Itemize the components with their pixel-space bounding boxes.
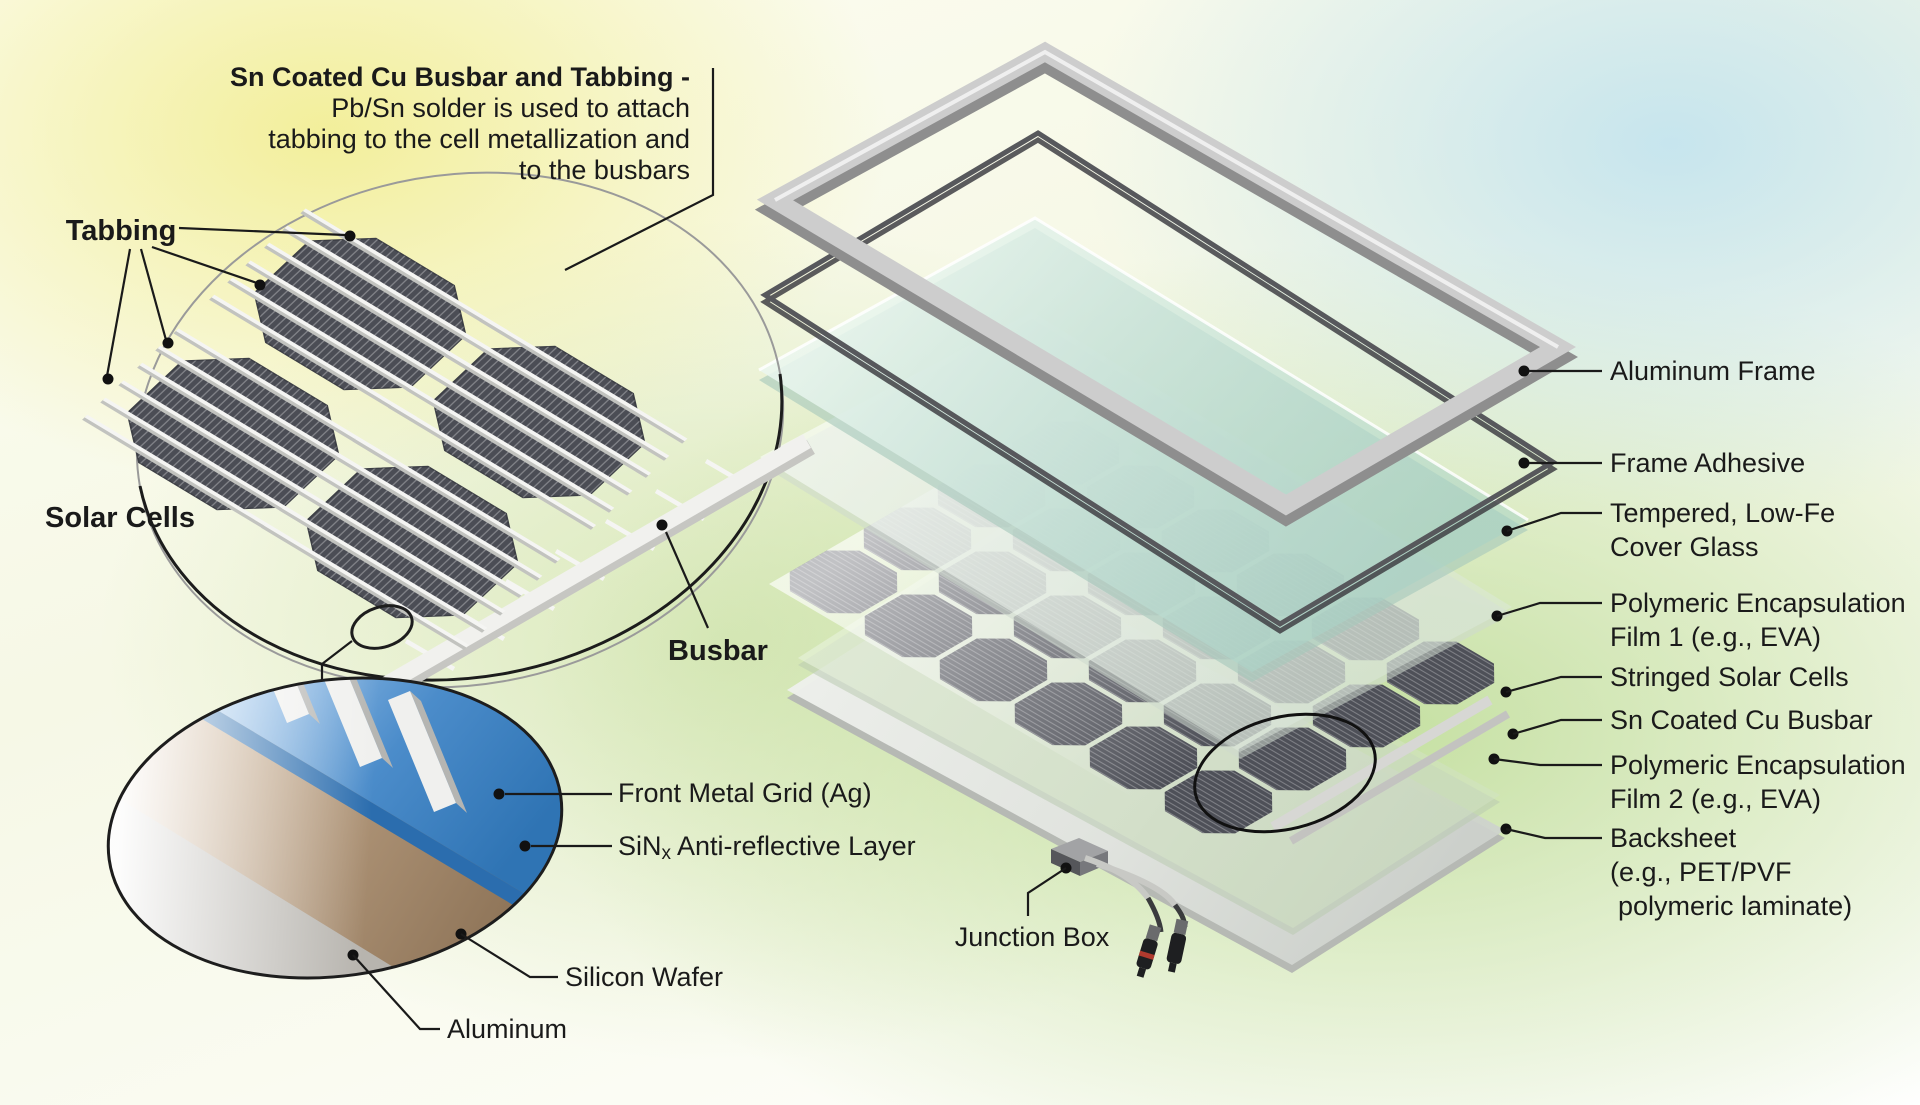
magnifier-ellipse	[350, 604, 414, 650]
text-labels: Sn Coated Cu Busbar and Tabbing - Pb/Sn …	[45, 62, 1906, 1044]
cross-section-ellipse	[106, 676, 564, 980]
layer-label-aluminum-frame: Aluminum Frame	[1610, 356, 1816, 386]
cell-cross-section	[88, 649, 582, 1007]
aluminum-label: Aluminum	[447, 1014, 567, 1044]
layer-aluminum-frame	[754, 41, 1578, 527]
callout-line: to the busbars	[519, 155, 690, 185]
busbar-strip	[369, 434, 815, 705]
sinx-rest: Anti-reflective Layer	[671, 831, 916, 861]
junction-box-label: Junction Box	[955, 922, 1110, 952]
heading-bracket	[564, 68, 715, 271]
junction-box-cables	[1084, 855, 1189, 978]
layer-label-frame-adhesive: Frame Adhesive	[1610, 448, 1805, 478]
cells-highlight-ellipse	[1193, 712, 1377, 834]
layer-label-backsheet: Backsheet	[1610, 823, 1737, 853]
callout-line: tabbing to the cell metallization and	[268, 124, 690, 154]
layer-label-encap-film-1: Film 1 (e.g., EVA)	[1610, 622, 1821, 652]
busbar-label: Busbar	[668, 635, 768, 667]
module-exploded-stack	[754, 41, 1578, 978]
mc4-connector-icon	[1166, 918, 1189, 973]
layer-label-stringed-cells: Stringed Solar Cells	[1610, 662, 1849, 692]
callout-line: Pb/Sn solder is used to attach	[331, 93, 690, 123]
front-metal-grid-label: Front Metal Grid (Ag)	[618, 778, 872, 808]
layer-label-backsheet: polymeric laminate)	[1618, 891, 1852, 921]
layer-cover-glass	[758, 216, 1529, 682]
sn-busbar-strips	[1270, 695, 1511, 845]
sinx-subscript: x	[662, 843, 672, 864]
layer-label-cover-glass: Tempered, Low-Fe	[1610, 498, 1835, 528]
solar-cells-label: Solar Cells	[45, 502, 195, 534]
callout-heading: Sn Coated Cu Busbar and Tabbing -	[230, 62, 690, 92]
sinx-label: SiNx Anti-reflective Layer	[618, 831, 916, 864]
sinx-prefix: SiN	[618, 831, 662, 861]
layer-label-encap-film-2: Film 2 (e.g., EVA)	[1610, 784, 1821, 814]
silicon-wafer-label: Silicon Wafer	[565, 962, 723, 992]
layer-label-encap-film-1: Polymeric Encapsulation	[1610, 588, 1906, 618]
detail-ellipse-front-arc	[138, 373, 784, 682]
tabbing-label: Tabbing	[66, 215, 177, 247]
mc4-connector-icon	[1136, 924, 1162, 978]
layer-label-cover-glass: Cover Glass	[1610, 532, 1759, 562]
layer-label-backsheet: (e.g., PET/PVF	[1610, 857, 1792, 887]
layer-label-sn-busbar: Sn Coated Cu Busbar	[1610, 705, 1873, 735]
annotation-lines	[102, 68, 1602, 1031]
cross-section-fade	[88, 649, 582, 1007]
layer-label-encap-film-2: Polymeric Encapsulation	[1610, 750, 1906, 780]
cell-string-detail	[77, 171, 815, 705]
